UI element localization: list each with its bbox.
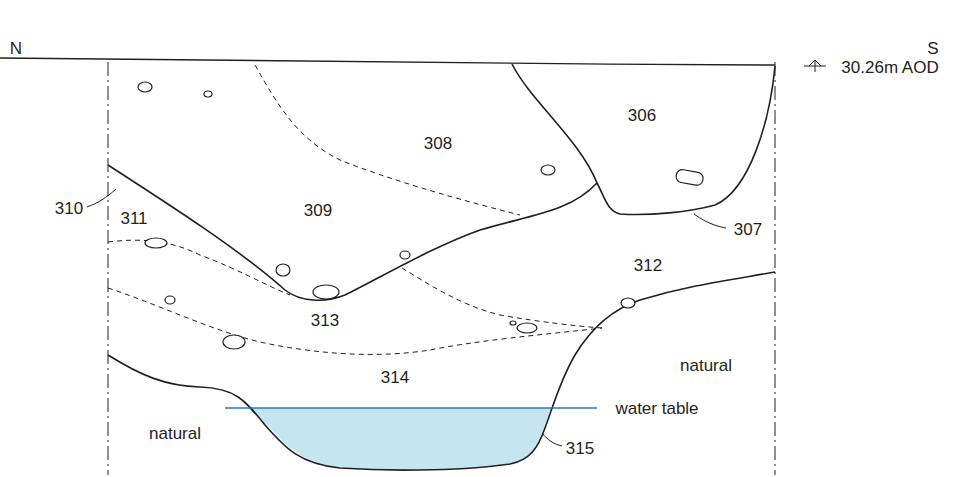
datum-symbol [804, 60, 826, 72]
ground-surface [0, 58, 775, 65]
stone [145, 238, 167, 248]
stone [313, 285, 339, 299]
cut-310 [108, 165, 597, 300]
compass-point: N [10, 40, 22, 57]
water-table-label: water table [615, 400, 698, 417]
natural-label: natural [149, 425, 201, 442]
layer-boundary [402, 268, 602, 328]
compass-point: S [927, 40, 938, 57]
context-number: 310 [55, 200, 83, 217]
leader-line [87, 189, 116, 207]
cut-315 [108, 272, 775, 470]
water-table-line [225, 407, 597, 409]
section-edge [775, 62, 776, 475]
stone [223, 335, 245, 349]
cut-307 [512, 64, 775, 215]
stone [510, 321, 516, 325]
section-edge [108, 62, 109, 475]
context-number: 308 [424, 135, 452, 152]
context-number: 312 [634, 257, 662, 274]
context-number: 309 [304, 202, 332, 219]
stones [138, 82, 704, 349]
leader-line [694, 214, 726, 228]
stone [621, 298, 635, 308]
stone [517, 323, 537, 333]
water-fill [248, 408, 551, 470]
stone [675, 169, 704, 186]
layer-boundary [255, 65, 520, 215]
context-number: 313 [311, 312, 339, 329]
layer-boundary [108, 240, 290, 295]
stone [541, 165, 555, 175]
context-number: 307 [734, 221, 762, 238]
stone [138, 82, 152, 92]
natural-label: natural [680, 357, 732, 374]
context-number: 315 [566, 440, 594, 457]
layer-boundary [108, 288, 602, 354]
leader-line [542, 433, 562, 446]
context-number: 311 [120, 210, 147, 227]
stone [165, 296, 175, 304]
stone [204, 91, 212, 97]
context-number: 306 [628, 107, 656, 124]
section-lines [0, 58, 826, 475]
datum-level: 30.26m AOD [841, 59, 938, 76]
stone [400, 251, 410, 259]
stone [276, 264, 290, 276]
context-number: 314 [381, 369, 409, 386]
